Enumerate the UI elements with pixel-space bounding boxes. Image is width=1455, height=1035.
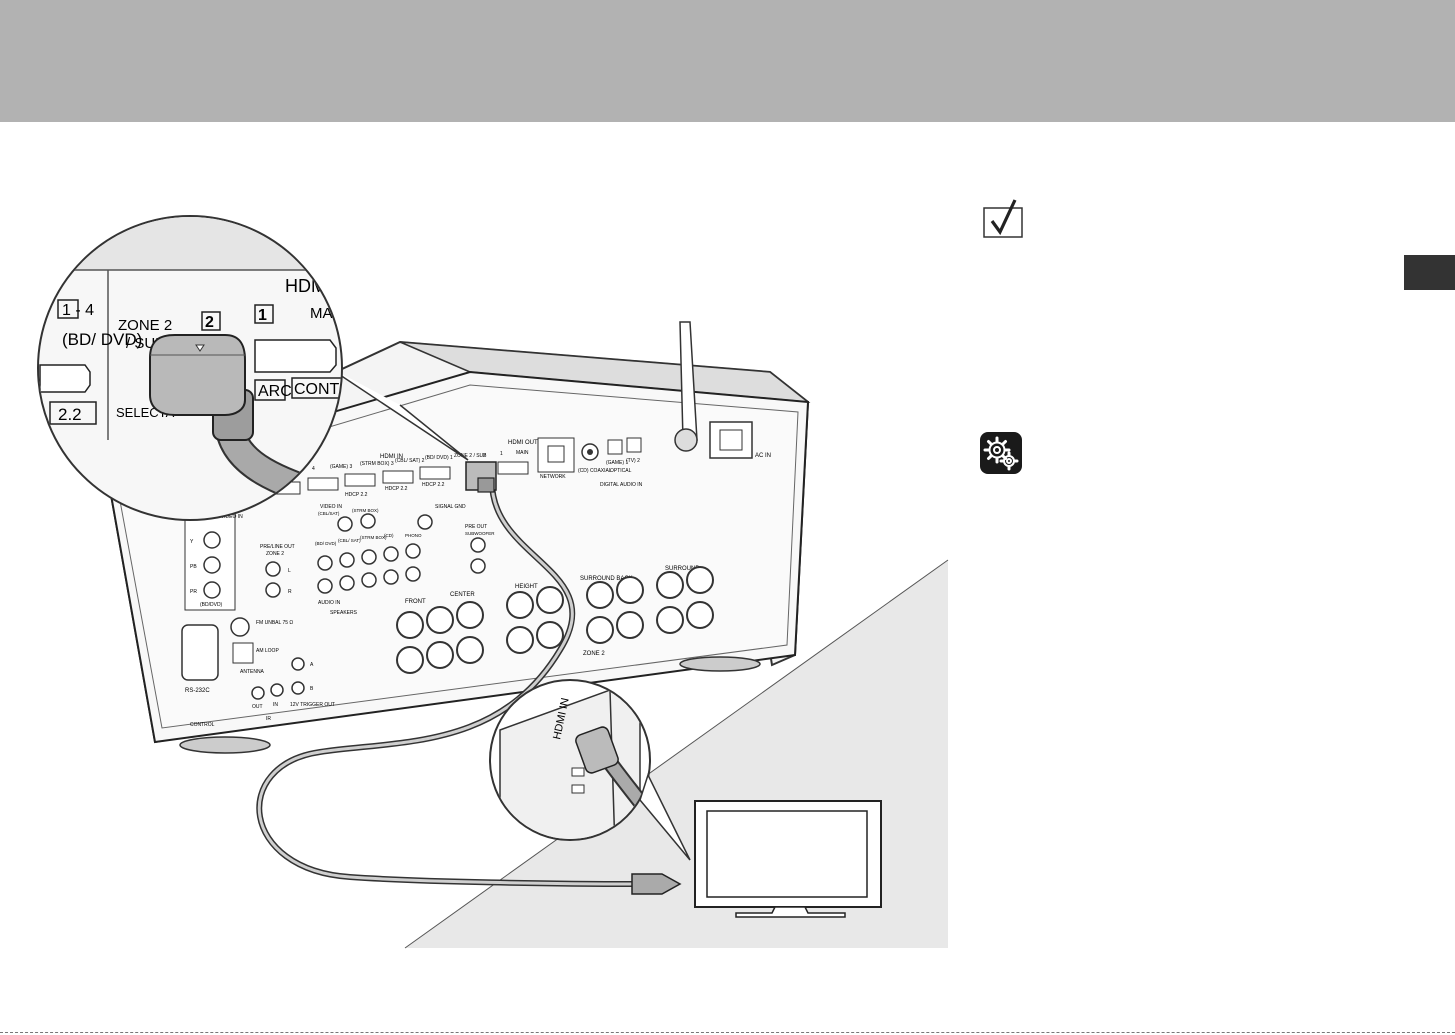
- component-video-panel: COMPONENT VIDEO IN Y PB PR (BD/DVD): [184, 509, 243, 611]
- hdmi-port-game-label: (GAME) 3: [330, 464, 352, 470]
- antenna-control-panel: FM UNBAL 75 Ω AM LOOP ANTENNA RS-232C CO…: [181, 617, 335, 728]
- subwoofer-label: SUBWOOFER: [465, 531, 495, 536]
- hdmi-out-label: HDMI OUT: [508, 440, 538, 446]
- optical-1-label: (GAME) 1: [606, 460, 628, 466]
- component-pb-label: PB: [190, 564, 197, 570]
- audio-in-cd-label: (CD): [384, 533, 394, 538]
- hdcp-label-3: HDCP 2.2: [422, 482, 445, 488]
- mag-hdmi-label: HDMI: [285, 276, 331, 296]
- optical-2-label: (TV) 2: [626, 458, 640, 464]
- audio-in-phono-label: PHONO: [405, 533, 422, 538]
- coaxial-label: (CD) COAXIAL: [578, 468, 612, 474]
- hdmi-out-1-label: 1: [500, 451, 503, 457]
- hdmi-port-cbl-label: (CBL/ SAT) 2: [395, 458, 425, 464]
- mag-zone2-label: ZONE 2: [118, 317, 172, 334]
- hdmi-cable: [256, 461, 682, 895]
- gears-icon: [980, 432, 1022, 474]
- television: [694, 800, 882, 918]
- pre-line-zone2-label: ZONE 2: [266, 551, 284, 557]
- hdmi-out-main-label: MAIN: [516, 450, 529, 456]
- zone2-sub-port-label: ZONE 2 / SUB: [454, 453, 487, 459]
- optical-label: OPTICAL: [610, 468, 632, 474]
- component-source-label: (BD/DVD): [200, 602, 223, 608]
- height-label: HEIGHT: [515, 584, 538, 590]
- hdcp-label-2: HDCP 2.2: [385, 486, 408, 492]
- ir-label: IR: [266, 716, 271, 722]
- mag-port-group-label: 1 - 4: [62, 302, 94, 319]
- trigger-a-label: A: [310, 662, 314, 668]
- mag-bd-dvd-label: (BD/ DVD): [62, 330, 142, 349]
- audio-video-inputs: VIDEO IN (CBL/SAT) (STRM BOX) SIGNAL GND…: [260, 504, 495, 606]
- zone2-speakers-label: ZONE 2: [583, 651, 605, 657]
- speaker-terminals: FRONT CENTER HEIGHT SURROUND BACK SURROU…: [330, 566, 714, 674]
- mag-control-label: CONT: [294, 381, 340, 398]
- speakers-label: SPEAKERS: [330, 610, 358, 616]
- antenna-label: ANTENNA: [240, 669, 265, 675]
- ac-inlet: AC IN: [709, 421, 771, 459]
- component-pr-label: PR: [190, 589, 197, 595]
- mag-num1-label: 1: [258, 307, 267, 324]
- ac-in-label: AC IN: [755, 453, 771, 459]
- audio-in-strm-label: (STRM BOX): [360, 535, 387, 540]
- hdmi-in-label: HDMI IN: [380, 454, 403, 460]
- center-label: CENTER: [450, 592, 475, 598]
- header-band: [0, 0, 1455, 122]
- fm-label: FM UNBAL 75 Ω: [256, 620, 293, 626]
- checkbox-check-icon: [983, 199, 1023, 238]
- trigger-label: 12V TRIGGER OUT: [290, 702, 335, 708]
- audio-in-bd-label: (BD/ DVD): [315, 541, 337, 546]
- pre-out-label: PRE OUT: [465, 524, 487, 530]
- audio-in-label: AUDIO IN: [318, 600, 341, 606]
- section-tab: [1404, 255, 1455, 290]
- mag-main-label: MA: [310, 305, 333, 322]
- video-in-cbl-label: (CBL/SAT): [318, 511, 340, 516]
- tv-hdmi-in-callout: HDMI IN: [489, 679, 691, 861]
- hdmi-port-strm-label: (STRM BOX) 3: [360, 461, 394, 467]
- pre-line-out-label: PRE/LINE OUT: [260, 544, 295, 550]
- audio-in-cbl-label: (CBL/ SAT): [338, 538, 361, 543]
- network-label: NETWORK: [540, 474, 566, 480]
- component-y-label: Y: [190, 539, 194, 545]
- hdcp-label-1: HDCP 2.2: [345, 492, 368, 498]
- control-label: CONTROL: [190, 722, 215, 728]
- surround-back-label: SURROUND BACK: [580, 576, 633, 582]
- mag-arc-label: ARC: [258, 383, 292, 400]
- video-in-strm-label: (STRM BOX): [352, 508, 379, 513]
- trigger-b-label: B: [310, 686, 314, 692]
- front-label: FRONT: [405, 599, 426, 605]
- pre-line-r-label: R: [288, 589, 292, 595]
- pre-line-l-label: L: [288, 568, 291, 574]
- digital-audio-in-label: DIGITAL AUDIO IN: [600, 482, 643, 488]
- mag-num2-label: 2: [205, 314, 214, 331]
- mag-hdcp-label: 2.2: [58, 405, 82, 424]
- rs232c-label: RS-232C: [185, 688, 210, 694]
- network-digital-panel: NETWORK (CD) COAXIAL (GAME) 1 (TV) 2 OPT…: [537, 437, 643, 488]
- wifi-antenna: [674, 321, 698, 452]
- video-in-label: VIDEO IN: [320, 504, 342, 510]
- ir-in-label: IN: [273, 702, 278, 708]
- hdmi-out-2-label: 2: [483, 453, 486, 459]
- bottom-rule: [0, 1032, 1455, 1033]
- surround-label: SURROUND: [665, 566, 700, 572]
- signal-gnd-label: SIGNAL GND: [435, 504, 466, 510]
- hdmi-port-4-label: 4: [312, 466, 315, 472]
- hdmi-out-magnifier: 1 - 4 (BD/ DVD) 2.2 ZONE 2 / SUB SELECTA…: [37, 215, 469, 521]
- am-loop-label: AM LOOP: [256, 648, 279, 654]
- hdmi-port-bd-label: (BD/ DVD) 1: [425, 455, 453, 461]
- ir-out-label: OUT: [252, 704, 263, 710]
